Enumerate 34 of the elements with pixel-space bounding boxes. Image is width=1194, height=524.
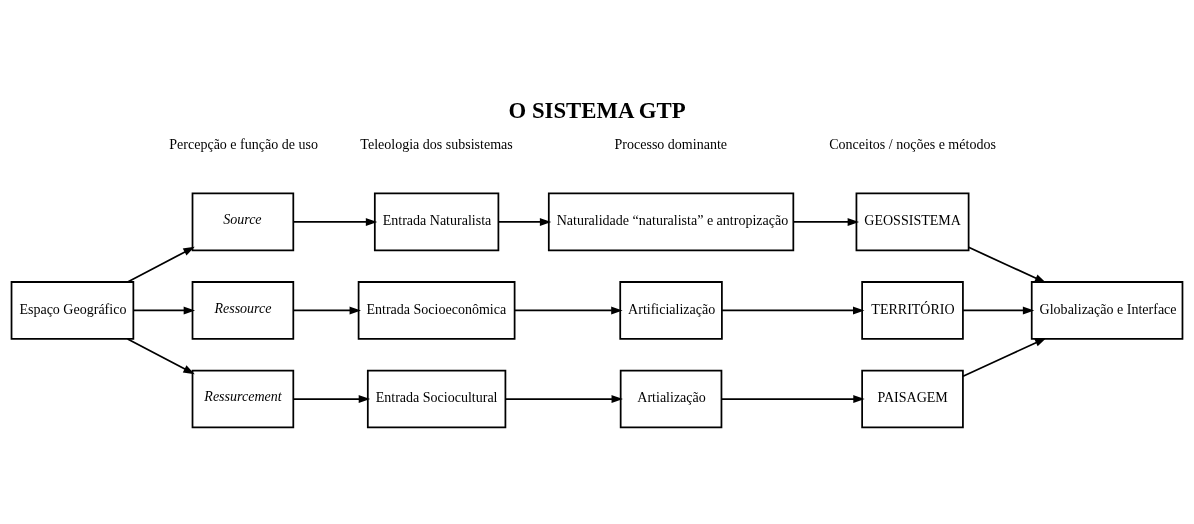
arrow xyxy=(720,394,865,403)
node-box: Artificialização xyxy=(619,280,723,340)
node-box: Espaço Geográfico xyxy=(10,280,135,340)
arrow xyxy=(792,217,860,226)
node-box: Ressurcement xyxy=(191,369,295,428)
arrow xyxy=(132,306,196,314)
node-box: Globalização e Interface xyxy=(1030,280,1184,340)
label: Conceitos / noções e métodos xyxy=(829,136,996,152)
node-box: Entrada Naturalista xyxy=(373,192,500,251)
arrow xyxy=(126,337,195,374)
diagram-title: O SISTEMA GTP xyxy=(508,97,686,123)
arrow xyxy=(513,306,623,314)
label: Teleologia dos subsistemas xyxy=(360,136,513,152)
node-box: Artialização xyxy=(619,369,723,428)
node-box: Ressource xyxy=(191,280,295,340)
node-box: Naturalidade “naturalista” e antropização xyxy=(547,192,795,251)
label: Percepção e função de uso xyxy=(169,136,318,152)
node-box: Entrada Sociocultural xyxy=(366,369,507,428)
node-box: Source xyxy=(191,192,295,251)
node-box: Entrada Socioeconômica xyxy=(357,280,516,340)
node-box: PAISAGEM xyxy=(861,369,964,428)
arrow xyxy=(504,394,623,403)
arrow xyxy=(292,394,371,403)
arrow xyxy=(967,245,1047,283)
arrow xyxy=(292,217,378,226)
arrow xyxy=(497,217,552,226)
arrow xyxy=(721,306,865,314)
label: Processo dominante xyxy=(614,136,728,152)
arrow xyxy=(962,337,1047,377)
node-box: TERRITÓRIO xyxy=(861,280,964,340)
node-box: GEOSSISTEMA xyxy=(855,192,970,251)
arrow xyxy=(962,306,1035,314)
arrow xyxy=(292,306,361,314)
arrow xyxy=(126,246,195,283)
